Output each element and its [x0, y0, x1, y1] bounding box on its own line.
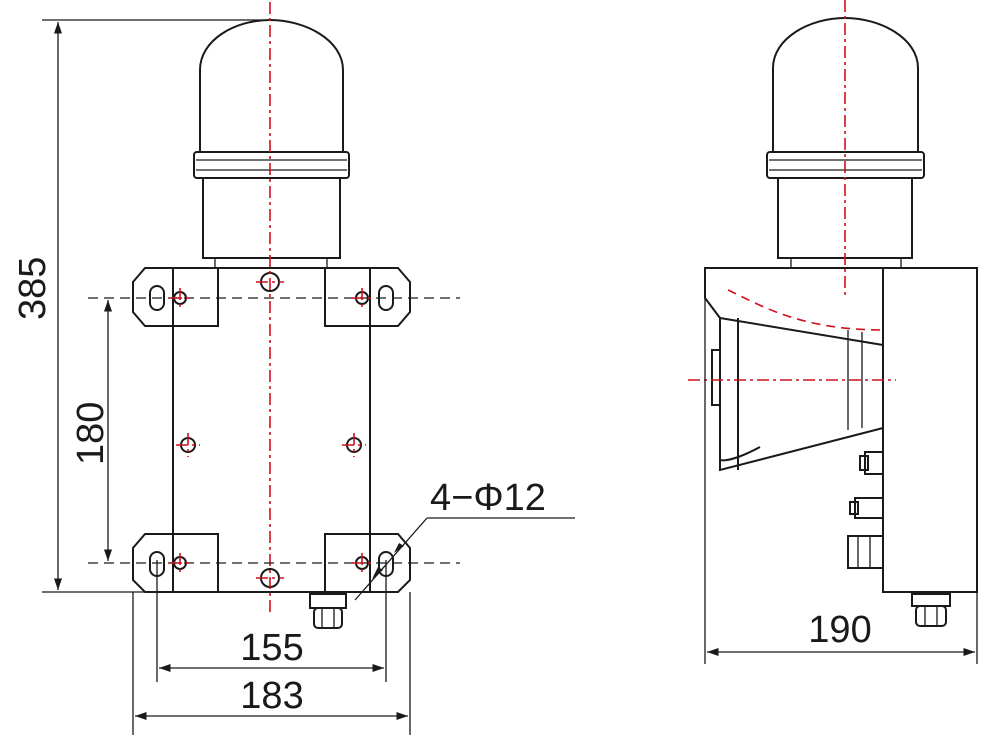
front-lamp-base — [202, 177, 341, 259]
hole-spec-label: 4−Φ12 — [430, 477, 546, 519]
side-glands — [847, 451, 884, 569]
dim-183-label: 183 — [240, 675, 303, 717]
front-ear-top-left — [132, 267, 219, 327]
side-bottom-gland — [911, 593, 951, 627]
hole-leader-line — [354, 517, 428, 601]
dim-155-label: 155 — [240, 627, 303, 669]
front-dome — [199, 18, 344, 152]
side-view: 190 — [688, 0, 978, 664]
front-ear-top-right — [324, 267, 411, 327]
front-collar — [193, 151, 350, 179]
front-mounting-plate — [172, 267, 371, 593]
side-housing — [882, 267, 978, 593]
front-view: 385 180 155 183 4−Φ12 — [12, 2, 575, 735]
front-cable-gland — [309, 593, 347, 629]
dim-180-label: 180 — [70, 402, 112, 465]
front-ear-bottom-left — [132, 533, 219, 593]
dim-385-label: 385 — [12, 257, 54, 320]
dim-190-label: 190 — [808, 609, 871, 651]
mounting-holes — [173, 272, 369, 588]
side-hidden-curve — [727, 289, 884, 331]
side-horn — [719, 317, 884, 472]
front-ear-bottom-right — [324, 533, 411, 593]
mounting-slots — [149, 285, 394, 577]
